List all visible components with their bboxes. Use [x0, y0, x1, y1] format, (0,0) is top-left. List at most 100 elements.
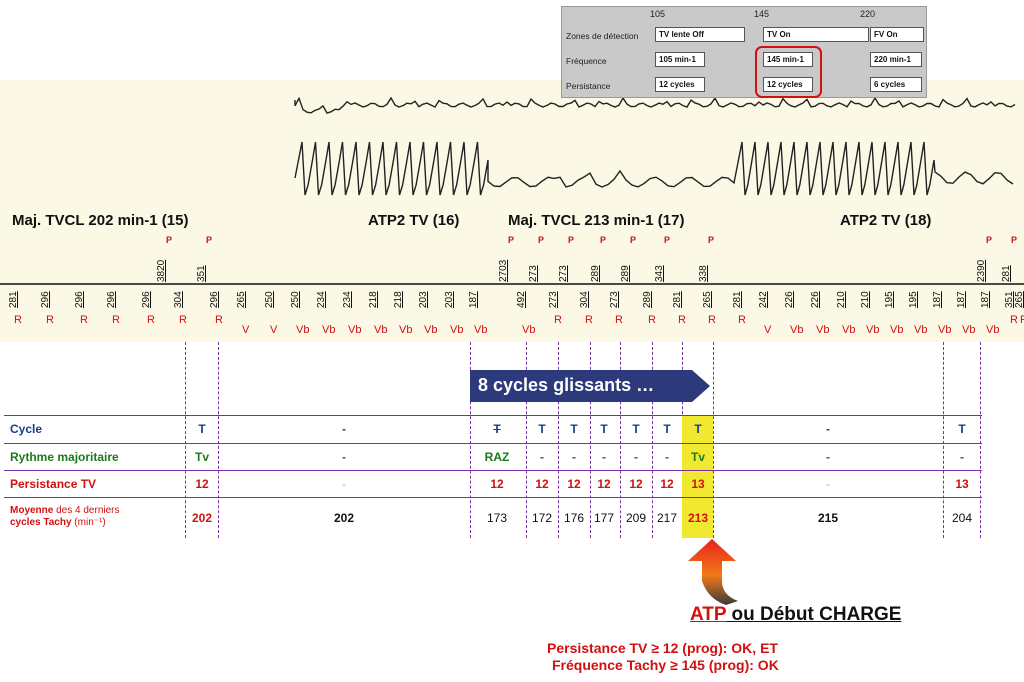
- row-label-cycle: Cycle: [10, 422, 43, 436]
- event-marker: V: [242, 324, 250, 336]
- table-cell-moyenne: 204: [951, 511, 973, 525]
- table-cell-moyenne: 217: [656, 511, 678, 525]
- ecg-band: [0, 80, 1024, 342]
- segment-label-18: ATP2 TV (18): [840, 212, 932, 229]
- frequence-label: Fréquence: [566, 56, 607, 66]
- table-cell-cycle: T: [632, 422, 640, 436]
- zones-label: Zones de détection: [566, 31, 639, 41]
- moyenne-word: Moyenne: [10, 505, 54, 516]
- event-marker: R: [738, 314, 746, 326]
- threshold-220: 220: [860, 9, 876, 19]
- event-marker: R: [112, 314, 120, 326]
- table-cell-persistance: 13: [691, 477, 705, 491]
- interval-value: 250: [290, 291, 301, 308]
- condition-persistance: Persistance TV ≥ 12 (prog): OK, ET: [547, 640, 778, 656]
- dash-line: [713, 342, 714, 538]
- interval-value: 281: [672, 291, 683, 308]
- dash-line: [470, 342, 471, 538]
- interval-value: 250: [264, 291, 275, 308]
- interval-value: 289: [642, 291, 653, 308]
- table-cell-rythme: -: [342, 450, 346, 464]
- event-marker: R: [615, 314, 623, 326]
- table-cell-persistance: 12: [490, 477, 504, 491]
- table-cell-rythme: -: [960, 450, 964, 464]
- interval-value: 296: [74, 291, 85, 308]
- freq-tv-lente: 105 min-1: [655, 52, 705, 67]
- event-marker: R: [648, 314, 656, 326]
- table-cell-cycle: T: [538, 422, 546, 436]
- dash-line: [590, 342, 591, 538]
- p-interval-value: 2390: [976, 259, 987, 282]
- pers-tv-lente: 12 cycles: [655, 77, 705, 92]
- event-marker: Vb: [816, 324, 830, 336]
- interval-value: 265: [702, 291, 713, 308]
- zone-fv: FV On: [870, 27, 924, 42]
- table-cell-cycle: -: [342, 422, 346, 436]
- table-cell-persistance: 12: [535, 477, 549, 491]
- dash-line: [185, 342, 186, 538]
- event-marker: Vb: [399, 324, 413, 336]
- p-interval-value: 273: [528, 265, 539, 282]
- table-cell-moyenne: 202: [333, 511, 355, 525]
- table-cell-moyenne: 172: [531, 511, 553, 525]
- event-marker: Vb: [322, 324, 336, 336]
- event-marker: Vb: [962, 324, 976, 336]
- dash-line: [652, 342, 653, 538]
- table-cell-cycle: T: [958, 422, 966, 436]
- freq-fv: 220 min-1: [870, 52, 922, 67]
- table-cell-persistance: 12: [597, 477, 611, 491]
- interval-value: 187: [932, 291, 943, 308]
- p-marker: P: [508, 235, 515, 245]
- row-label-rythme: Rythme majoritaire: [10, 450, 119, 464]
- interval-value: 265: [1014, 291, 1024, 308]
- table-cell-rythme: -: [634, 450, 638, 464]
- table-cell-rythme: -: [540, 450, 544, 464]
- p-marker: P: [630, 235, 637, 245]
- p-marker: P: [1011, 235, 1018, 245]
- table-cell-cycle: T: [198, 422, 206, 436]
- table-cell-rythme: Tv: [690, 450, 705, 464]
- interval-value: 187: [956, 291, 967, 308]
- table-cell-persistance: -: [826, 477, 830, 491]
- event-marker: Vb: [450, 324, 464, 336]
- interval-value: 296: [141, 291, 152, 308]
- table-rule: [4, 497, 982, 498]
- moyenne-line2: cycles Tachy: [10, 517, 72, 528]
- table-cell-rythme: -: [665, 450, 669, 464]
- p-marker: P: [708, 235, 715, 245]
- event-marker: R: [1010, 314, 1018, 326]
- event-marker: R: [46, 314, 54, 326]
- interval-value: 296: [106, 291, 117, 308]
- zone-tv-lente: TV lente Off: [655, 27, 745, 42]
- event-marker: Vb: [790, 324, 804, 336]
- event-marker: Vb: [374, 324, 388, 336]
- event-marker: Vb: [890, 324, 904, 336]
- p-interval-value: 2703: [498, 259, 509, 282]
- table-rule: [4, 415, 982, 416]
- table-cell-persistance: -: [342, 477, 346, 491]
- sliding-window-arrow: [470, 370, 710, 402]
- event-marker: R: [708, 314, 716, 326]
- p-interval-value: 351: [196, 265, 207, 282]
- interval-value: 273: [609, 291, 620, 308]
- table-cell-persistance: 12: [629, 477, 643, 491]
- interval-value: 187: [980, 291, 991, 308]
- event-marker: R: [147, 314, 155, 326]
- pers-tv: 12 cycles: [763, 77, 813, 92]
- table-cell-persistance: 12: [660, 477, 674, 491]
- table-cell-moyenne: 215: [817, 511, 839, 525]
- pers-fv: 6 cycles: [870, 77, 922, 92]
- interval-value: 203: [418, 291, 429, 308]
- event-marker: Vb: [938, 324, 952, 336]
- interval-value: 265: [236, 291, 247, 308]
- interval-value: 218: [368, 291, 379, 308]
- dash-line: [943, 342, 944, 538]
- table-cell-rythme: RAZ: [484, 450, 510, 464]
- event-marker: R: [14, 314, 22, 326]
- ventricular-egm-trace: [294, 141, 1014, 196]
- interval-value: 187: [468, 291, 479, 308]
- p-marker: P: [568, 235, 575, 245]
- tv-highlight-circle: [755, 46, 822, 98]
- table-cell-cycle: T: [694, 422, 702, 436]
